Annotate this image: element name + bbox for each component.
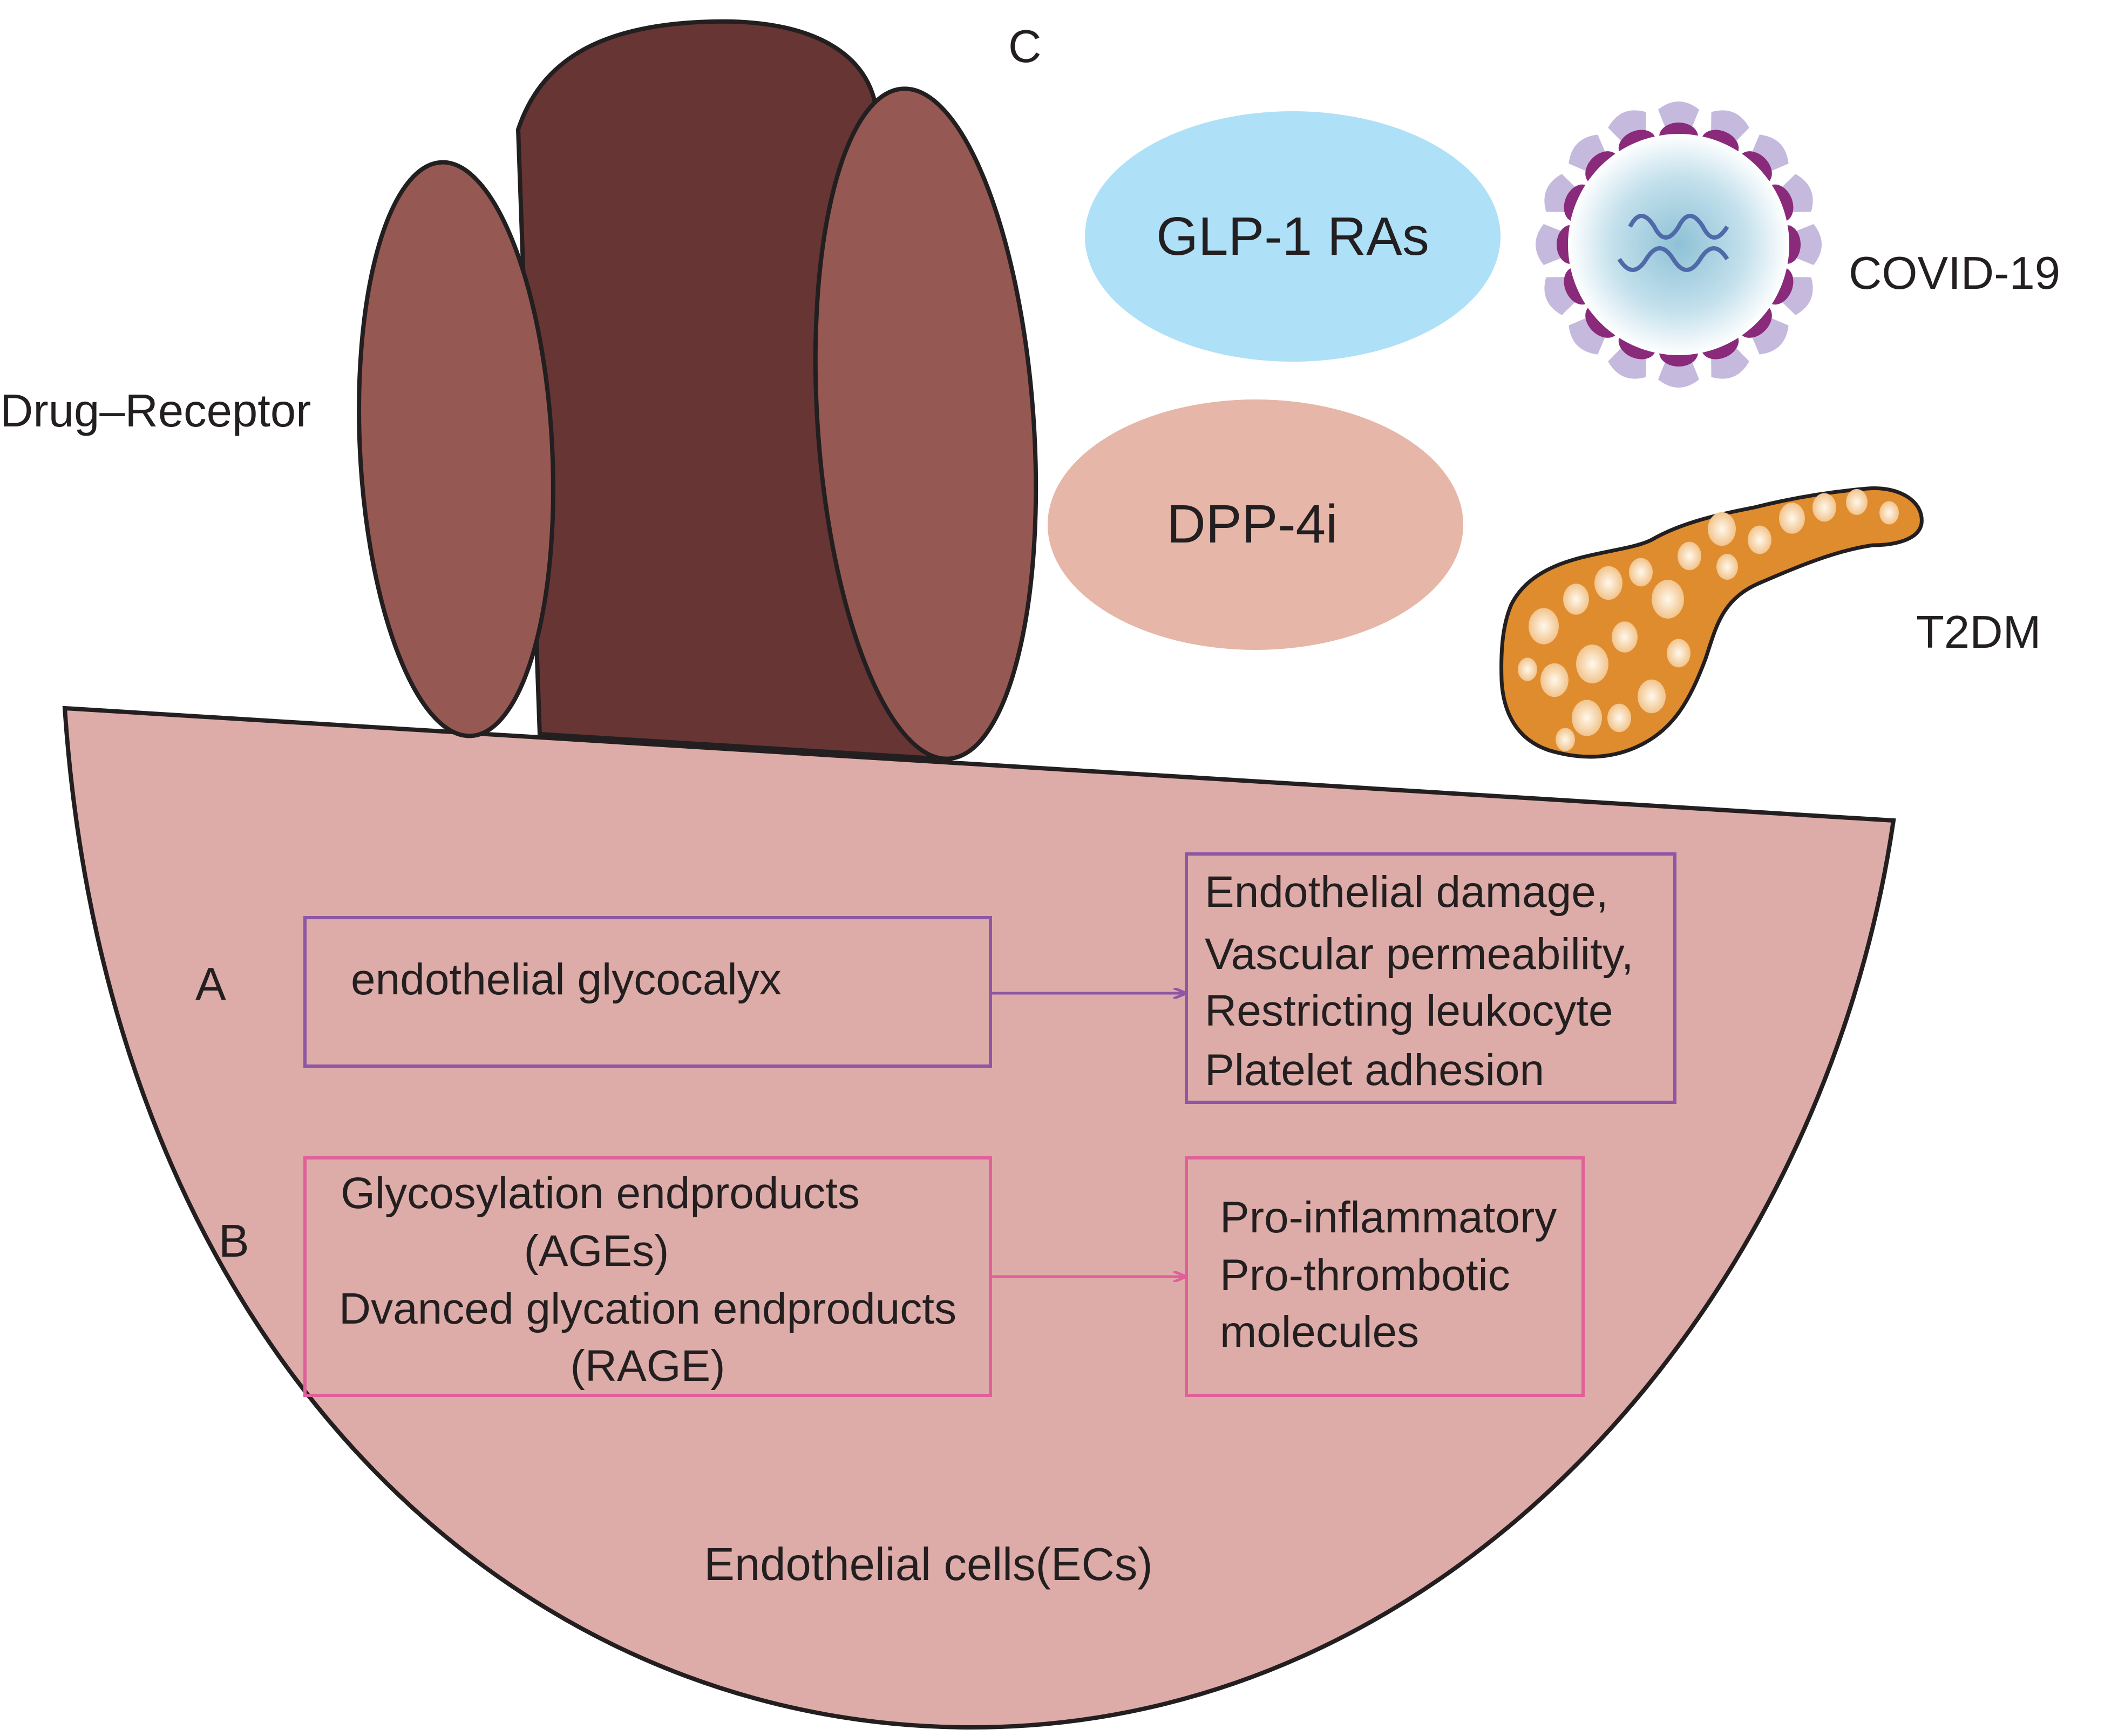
box-a-right-line: Vascular permeability, — [1205, 930, 1634, 979]
pancreas-icon — [1499, 486, 1924, 759]
box-b-right-line: Pro-thrombotic — [1220, 1251, 1510, 1300]
panel-label-c: C — [1008, 21, 1041, 72]
receptor-left-lobe — [357, 160, 555, 738]
covid-virus-icon — [1536, 101, 1822, 388]
panel-label-a: A — [195, 959, 226, 1010]
box-b-right-line: Pro-inflammatory — [1220, 1193, 1557, 1242]
endothelial-cell-shape — [62, 706, 1896, 1730]
t2dm-label: T2DM — [1916, 607, 2041, 658]
glp1-label: GLP-1 RAs — [1156, 206, 1429, 267]
endothelial-cells-label: Endothelial cells(ECs) — [704, 1539, 1152, 1590]
receptor-right-lobe — [813, 86, 1038, 761]
box-a-right — [1185, 852, 1676, 1104]
box-a-right-line: Endothelial damage, — [1205, 867, 1608, 917]
box-a-left-line: endothelial glycocalyx — [351, 955, 782, 1004]
drug-receptor-label: Drug–Receptor — [0, 385, 311, 437]
dpp4-label: DPP-4i — [1167, 494, 1338, 554]
box-a-right-line: Restricting leukocyte — [1205, 986, 1613, 1035]
box-b-right-line: molecules — [1220, 1307, 1419, 1357]
covid-label: COVID-19 — [1849, 248, 2060, 299]
glp1-ellipse — [1085, 111, 1501, 362]
box-b-left-line: Dvanced glycation endproducts — [339, 1284, 956, 1333]
dpp4-ellipse — [1048, 399, 1463, 650]
panel-label-b: B — [219, 1216, 249, 1267]
box-b-left-line: (RAGE) — [571, 1341, 725, 1391]
box-a-right-line: Platelet adhesion — [1205, 1046, 1544, 1095]
drug-receptor-icon — [357, 19, 1038, 761]
box-b-left-line: Glycosylation endproducts — [341, 1169, 860, 1218]
box-b-right — [1185, 1156, 1585, 1397]
box-b-left-line: (AGEs) — [524, 1226, 669, 1276]
